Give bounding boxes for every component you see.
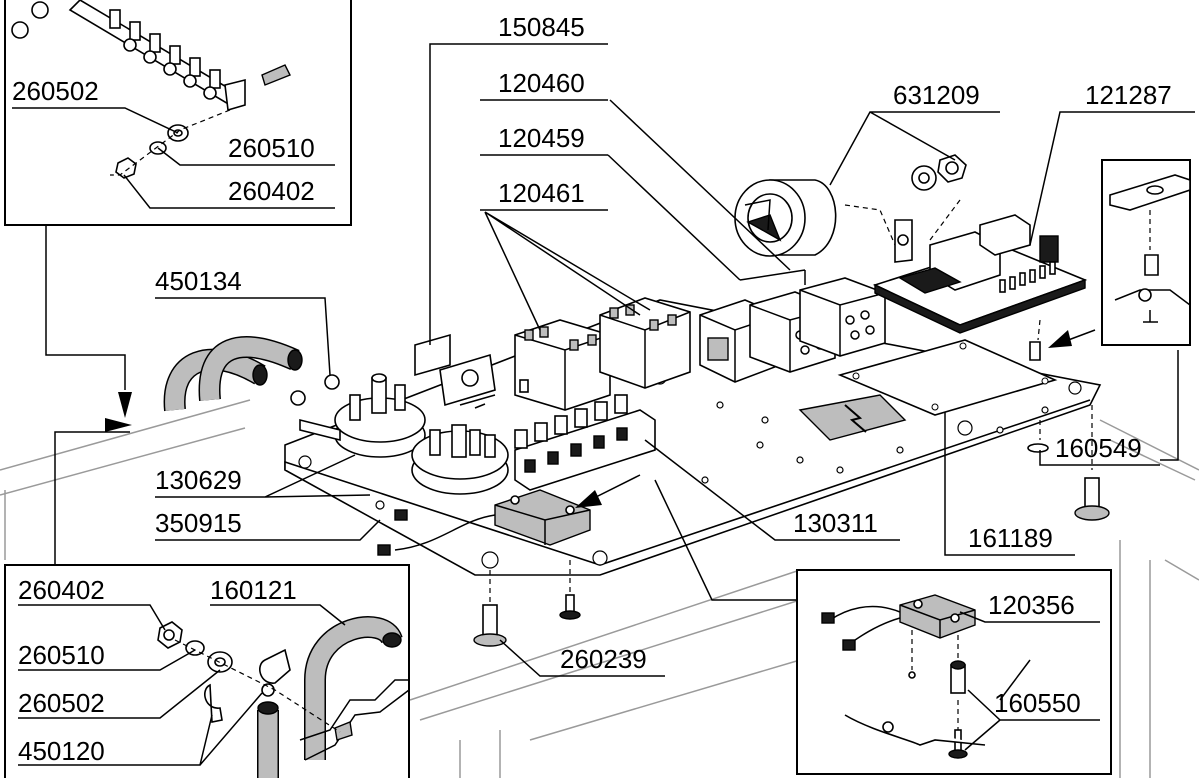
label-631209: 631209	[893, 80, 980, 110]
relay-group	[699, 277, 886, 383]
label-260239: 260239	[560, 644, 647, 674]
contactor-1	[514, 319, 611, 411]
label-120459: 120459	[498, 123, 585, 153]
contactor-2	[599, 297, 691, 389]
capacitor	[734, 179, 837, 257]
leader-lines	[45, 43, 1195, 677]
nut-washer	[844, 154, 967, 246]
label-160121: 160121	[210, 575, 297, 605]
label-161189: 161189	[968, 523, 1053, 553]
label-150845: 150845	[498, 12, 585, 42]
inset-top-left: 260502 260510 260402	[4, 0, 352, 226]
label-130629: 130629	[155, 465, 242, 495]
label-121287: 121287	[1085, 80, 1172, 110]
inset-bottom-right: 120356 160550	[796, 569, 1112, 775]
pressure-switch-1	[299, 373, 426, 458]
label-260502-bottom: 260502	[18, 688, 105, 718]
cover-plate	[837, 339, 1058, 416]
label-160550: 160550	[994, 688, 1081, 718]
terminal-block	[514, 394, 656, 491]
part-labels: 150845 120460 120459 120461 631209 12128…	[155, 12, 1172, 674]
control-board	[872, 214, 1088, 334]
relay-3	[799, 277, 886, 357]
bracket-and-wires	[377, 489, 591, 556]
hoses	[163, 336, 340, 412]
label-120356: 120356	[988, 590, 1075, 620]
label-160549: 160549	[1055, 433, 1142, 463]
label-120461: 120461	[498, 178, 585, 208]
label-260402-top: 260402	[228, 176, 315, 206]
label-130311: 130311	[793, 508, 878, 538]
screws	[473, 405, 1110, 647]
relay-bracket	[414, 333, 496, 409]
pressure-switch-2	[411, 424, 509, 495]
inset-bottom-left: 260402 160121 260510 260502 450120	[4, 564, 410, 778]
bulb-connector	[1029, 319, 1041, 361]
contactor-group	[514, 297, 691, 411]
label-450134: 450134	[155, 266, 242, 296]
label-260510-top: 260510	[228, 133, 315, 163]
label-260502-top: 260502	[12, 76, 99, 106]
assembly-arrows	[105, 329, 1096, 508]
label-350915: 350915	[155, 508, 242, 538]
label-260510-bottom: 260510	[18, 640, 105, 670]
label-120460: 120460	[498, 68, 585, 98]
label-450120: 450120	[18, 736, 105, 766]
label-260402-bottom: 260402	[18, 575, 105, 605]
inset-right-detail	[1101, 159, 1191, 346]
